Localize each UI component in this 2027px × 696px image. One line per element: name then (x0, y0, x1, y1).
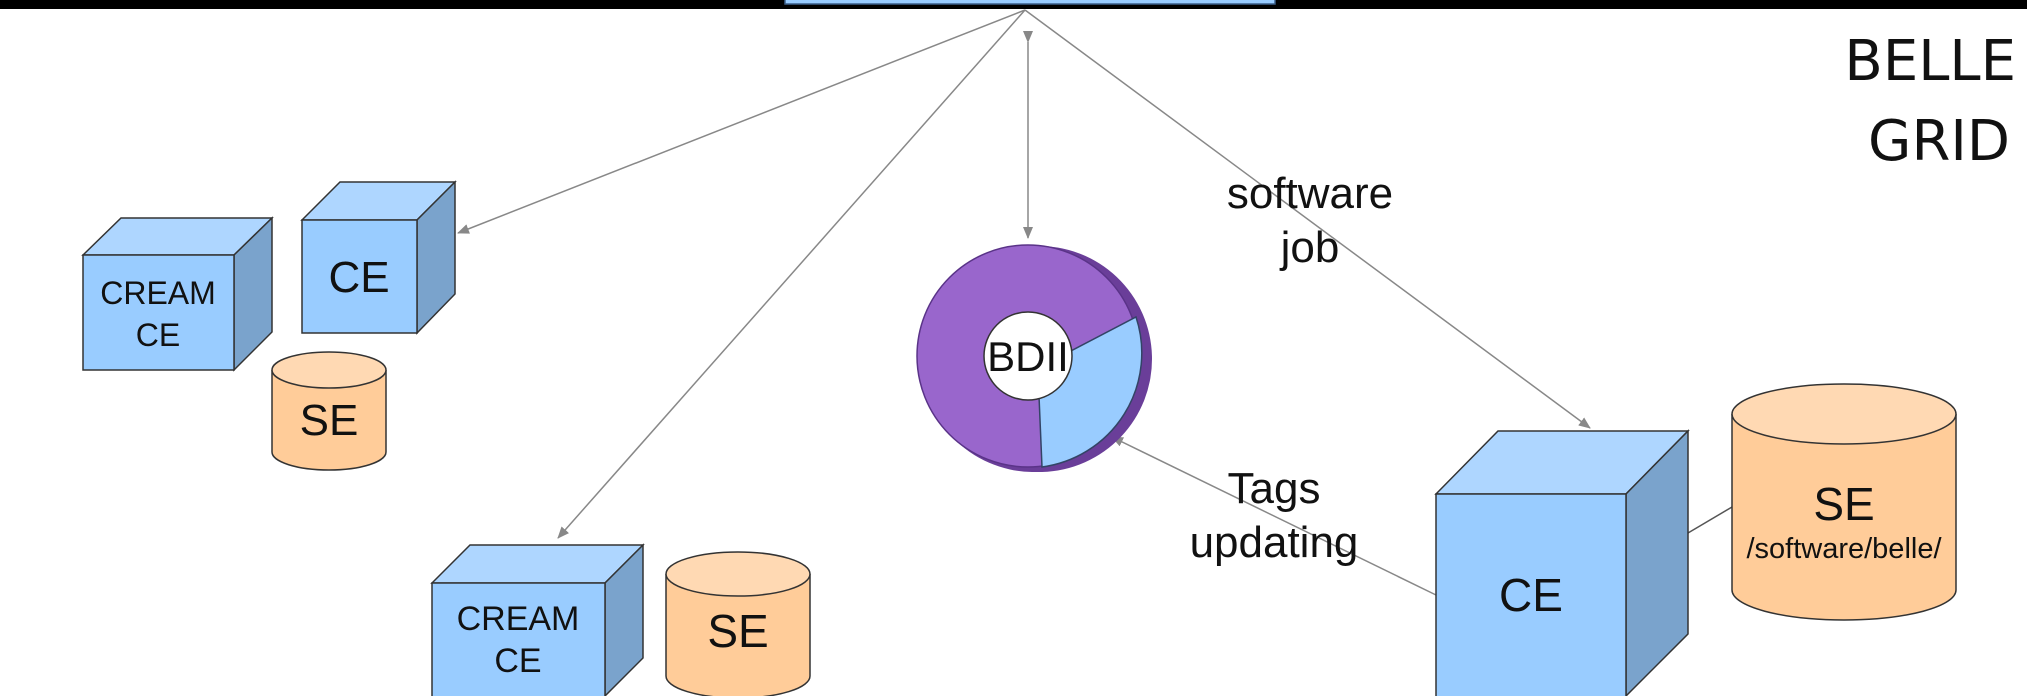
arrow-to-left-ce (457, 9, 1026, 234)
right-ce-cube: CE (1434, 429, 1690, 696)
right-ce-label: CE (1499, 569, 1563, 621)
left-ce-label: CE (328, 253, 389, 302)
arrow-to-right-ce (1024, 9, 1591, 429)
right-se-cylinder: SE /software/belle/ (1731, 383, 1957, 621)
bottom-se-cylinder: SE (665, 551, 811, 696)
title-line1: BELLE (1844, 29, 2016, 94)
bdii-donut: BDII (916, 244, 1153, 472)
left-se-cylinder: SE (271, 351, 387, 471)
bottom-cream-ce-cube: CREAM CE (430, 543, 645, 696)
right-se-path-label: /software/belle/ (1746, 533, 1942, 565)
connections (457, 9, 1733, 596)
bottom-cream-ce-label-line1: CREAM (457, 600, 580, 638)
bdii-label: BDII (987, 333, 1069, 380)
arrow-to-bottom-cream-ce (557, 9, 1026, 539)
left-ce-cube: CE (300, 180, 457, 335)
arrow-tags-updating (1111, 436, 1437, 596)
central-server-box (784, 0, 1276, 5)
software-job-label-line2: job (1279, 223, 1340, 272)
bottom-se-label: SE (707, 605, 768, 657)
left-cream-ce-label-line2: CE (136, 317, 180, 353)
tags-updating-label-line2: updating (1190, 518, 1359, 567)
title-line2: GRID (1868, 109, 2010, 174)
software-job-label-line1: software (1227, 169, 1393, 218)
left-se-label: SE (300, 396, 359, 445)
tags-updating-label-line1: Tags (1228, 464, 1321, 513)
left-cream-ce-cube: CREAM CE (81, 216, 274, 372)
left-cream-ce-label-line1: CREAM (100, 275, 216, 311)
right-se-label: SE (1813, 478, 1874, 530)
bottom-cream-ce-label-line2: CE (494, 642, 541, 680)
right-ce-se-link (1687, 506, 1733, 534)
